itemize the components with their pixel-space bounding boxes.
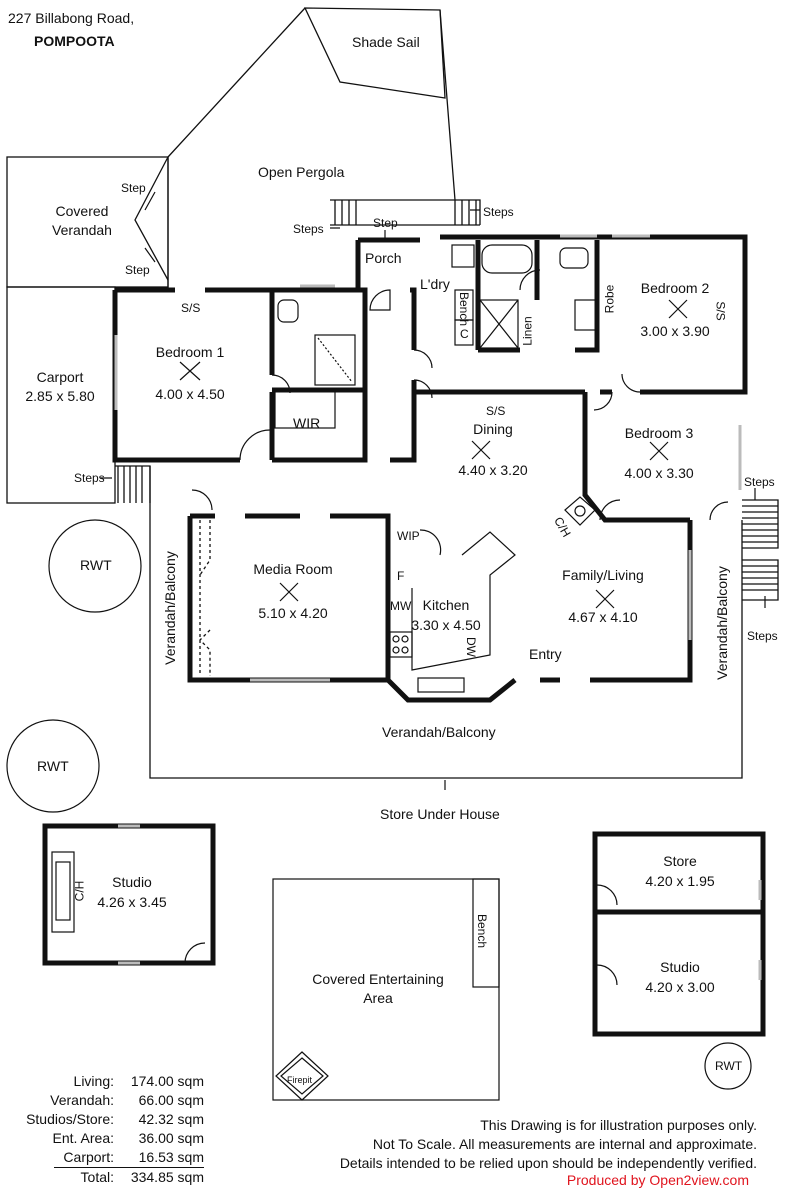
open-pergola-label: Open Pergola	[258, 164, 345, 180]
area-total-label: Total:	[80, 1169, 114, 1185]
dining-dim: 4.40 x 3.20	[458, 462, 528, 478]
laundry-label: L'dry	[420, 276, 450, 292]
disclaimer: This Drawing is for illustration purpose…	[340, 1116, 757, 1173]
bedroom-1-walls	[112, 287, 368, 463]
ch-label-studio: C/H	[72, 880, 87, 902]
entertaining-area	[272, 878, 500, 1101]
step-label-1: Step	[121, 181, 146, 195]
store-dim: 4.20 x 1.95	[645, 873, 715, 889]
verandah-balcony-bottom: Verandah/Balcony	[382, 724, 496, 740]
fan-crosses	[179, 299, 688, 609]
ent-bench-label: Bench	[475, 913, 490, 949]
area-total-value: 334.85 sqm	[130, 1169, 204, 1185]
steps-label-right-2: Steps	[747, 629, 778, 643]
disclaimer-line-2: Not To Scale. All measurements are inter…	[372, 1136, 757, 1152]
verandah-balcony-right: Verandah/Balcony	[713, 566, 730, 680]
firepit-label: Firepit	[287, 1075, 313, 1085]
wir-label: WIR	[293, 415, 321, 431]
area-ent-label: Ent. Area:	[52, 1130, 114, 1146]
media-room-dim: 5.10 x 4.20	[258, 605, 328, 621]
studio-2-walls	[592, 909, 766, 1037]
steps-label-pergola-right: Steps	[483, 205, 514, 219]
verandah-outline	[149, 466, 743, 779]
bedroom-3-name: Bedroom 3	[624, 425, 694, 441]
firepit-box	[275, 1051, 329, 1101]
bench-label: Bench	[457, 291, 472, 327]
step-label-porch: Step	[373, 216, 398, 230]
shade-sail-label: Shade Sail	[352, 34, 420, 50]
credit-link[interactable]: Produced by Open2view.com	[566, 1172, 749, 1188]
area-ent-value: 36.00 sqm	[138, 1130, 204, 1146]
address-line-2: POMPOOTA	[34, 33, 115, 49]
media-room-name: Media Room	[253, 561, 333, 577]
bedroom-3-dim: 4.00 x 3.30	[624, 465, 694, 481]
dining-name: Dining	[473, 421, 513, 437]
studio-2-name: Studio	[660, 959, 700, 975]
store-under-house-label: Store Under House	[380, 806, 500, 822]
area-studios-label: Studios/Store:	[26, 1111, 114, 1127]
bedroom-1-name: Bedroom 1	[155, 344, 225, 360]
area-summary: Living: 174.00 sqm Verandah: 66.00 sqm Stu…	[4, 1072, 204, 1187]
area-living-value: 174.00 sqm	[130, 1073, 204, 1089]
linen-label: Linen	[520, 316, 535, 346]
studio-1-name: Studio	[112, 874, 152, 890]
kitchen-dim: 3.30 x 4.50	[411, 617, 481, 633]
disclaimer-line-3: Details intended to be relied upon shoul…	[339, 1155, 757, 1171]
bedroom-2-name: Bedroom 2	[640, 280, 710, 296]
disclaimer-line-1: This Drawing is for illustration purpose…	[480, 1117, 757, 1133]
kitchen-walls	[386, 678, 517, 703]
steps-label-carport: Steps	[74, 471, 105, 485]
family-living-name: Family/Living	[562, 567, 644, 583]
rwt-label-2: RWT	[37, 758, 69, 774]
rwt-tank-1	[48, 519, 142, 613]
address-line-1: 227 Billabong Road,	[8, 10, 135, 26]
bedroom-2-dim: 3.00 x 3.90	[640, 323, 710, 339]
steps-label-right-1: Steps	[744, 475, 775, 489]
steps-label-pergola-left: Steps	[293, 222, 324, 236]
pergola-outline	[167, 7, 481, 290]
ss-label-dining: S/S	[486, 404, 506, 418]
rwt-tank-3	[704, 1042, 752, 1090]
dishwasher-label: DW	[464, 637, 478, 657]
entry-label: Entry	[529, 646, 562, 662]
microwave-label: MW	[390, 599, 412, 613]
rwt-label-1: RWT	[80, 557, 112, 573]
rwt-label-3: RWT	[715, 1059, 743, 1073]
wip-label: WIP	[397, 529, 420, 543]
fridge-label: F	[397, 569, 405, 583]
kitchen-name: Kitchen	[422, 597, 470, 613]
cupboard-label: C	[460, 327, 469, 341]
shade-sail	[303, 7, 446, 99]
area-verandah-label: Verandah:	[50, 1092, 114, 1108]
ss-label-bed1: S/S	[181, 301, 201, 315]
family-living-dim: 4.67 x 4.10	[568, 609, 638, 625]
store-name: Store	[663, 853, 697, 869]
rwt-tank-2	[6, 719, 100, 813]
studio-2-dim: 4.20 x 3.00	[645, 979, 715, 995]
area-studios-value: 42.32 sqm	[138, 1111, 204, 1127]
bedroom-1-dim: 4.00 x 4.50	[155, 386, 225, 402]
area-verandah-value: 66.00 sqm	[138, 1092, 204, 1108]
area-living-label: Living:	[73, 1073, 114, 1089]
step-label-2: Step	[125, 263, 150, 277]
verandah-balcony-left: Verandah/Balcony	[161, 551, 178, 665]
studio-1-dim: 4.26 x 3.45	[97, 894, 167, 910]
media-room-walls	[187, 513, 391, 683]
robe-label: Robe	[602, 284, 617, 314]
porch-label: Porch	[365, 250, 402, 266]
ss-label-bed2: S/S	[713, 301, 728, 321]
area-carport-label: Carport:	[63, 1149, 114, 1165]
area-carport-value: 16.53 sqm	[138, 1149, 204, 1165]
